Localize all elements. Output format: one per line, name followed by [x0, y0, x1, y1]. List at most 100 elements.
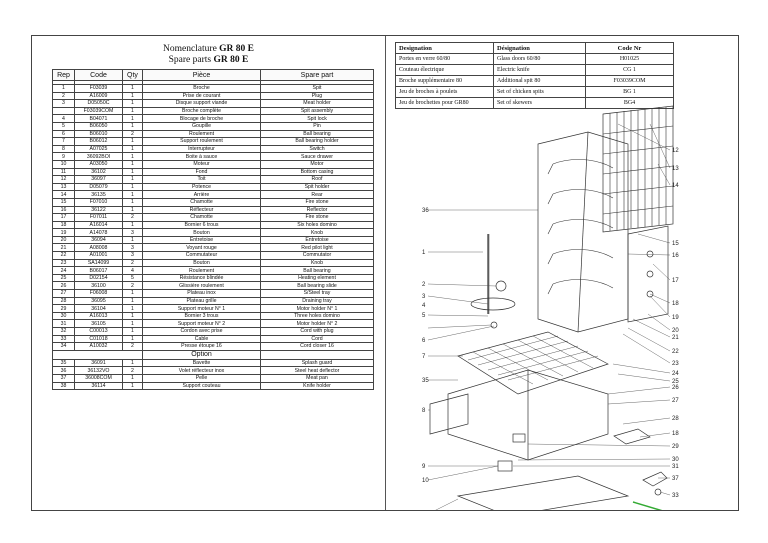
knob-1: [646, 250, 654, 258]
draining-tray: [457, 331, 609, 395]
callout-label: 15: [672, 241, 679, 247]
callout-label: 3: [422, 294, 426, 300]
cell-code: SA14099: [74, 258, 123, 268]
callout-label: 10: [422, 478, 429, 484]
cell-qty: 1: [122, 106, 143, 116]
cell-piece: Glissière roulement: [142, 281, 261, 291]
cell-piece: Presse étoupe 16: [142, 342, 261, 351]
cell-code: 36105: [74, 319, 123, 328]
cell-piece: Chamotte: [142, 213, 261, 222]
cell-qty: 1: [122, 152, 143, 161]
callout-label: 18: [672, 301, 679, 307]
meat-pan: [642, 471, 668, 487]
cell-code: F07010: [74, 197, 123, 207]
cell-spare-part: Roof: [260, 175, 374, 184]
cell-qty: 1: [122, 311, 143, 321]
cell-code-nr: BG 1: [585, 86, 674, 98]
cell-designation-en: Electric knife: [493, 64, 586, 76]
plug: [495, 280, 507, 292]
callout-label: 21: [672, 335, 679, 341]
callout-label: 9: [422, 464, 426, 470]
cell-qty: 5: [122, 273, 143, 283]
cell-piece: Résistance blindée: [142, 273, 261, 283]
cell-rep: 15: [52, 197, 75, 207]
cell-spare-part: Ball bearing holder: [260, 137, 374, 146]
cell-rep: 7: [52, 137, 75, 146]
cell-code: F03039COM: [74, 106, 123, 116]
cell-spare-part: Six holes domino: [260, 220, 374, 230]
cell-qty: 3: [122, 228, 143, 237]
cell-rep: 23: [52, 258, 75, 268]
callout-label: 12: [672, 148, 679, 154]
cell-piece: Volet réflecteur inox: [142, 366, 261, 375]
cell-designation-en: Set of skewers: [493, 97, 586, 109]
cell-spare-part: Cord: [260, 334, 374, 344]
callout-label: 29: [672, 444, 679, 450]
callout-label: 16: [672, 253, 679, 259]
cell-code: D05050C: [74, 99, 123, 108]
cell-spare-part: Draining tray: [260, 296, 374, 306]
callout-label: 2: [422, 282, 426, 288]
callout-label: 24: [672, 371, 679, 377]
cell-code: B06050: [74, 121, 123, 131]
cell-spare-part: Ball bearing: [260, 129, 374, 139]
cell-rep: 8: [52, 144, 75, 154]
cell-code-nr: CG 1: [585, 64, 674, 76]
col-designation-fr: Désignation: [493, 42, 586, 54]
callout-label: 27: [672, 398, 679, 404]
cell-rep: 22: [52, 251, 75, 260]
col-code-nr: Code Nr: [585, 42, 674, 54]
cell-code: 36091: [74, 358, 123, 368]
frame-divider: [385, 36, 386, 510]
cell-designation-fr: Broche supplémentaire 80: [395, 75, 494, 87]
cell-rep: 12: [52, 175, 75, 184]
cell-spare-part: S/Steel tray: [260, 289, 374, 298]
callout-label: 37: [672, 476, 679, 482]
callout-label: 30: [672, 457, 679, 463]
cell-code: A01001: [74, 251, 123, 260]
cell-piece: Plateau grille: [142, 296, 261, 306]
cell-code: 36114: [74, 381, 123, 391]
cell-code: A03050: [74, 159, 123, 169]
cell-rep: 32: [52, 327, 75, 336]
cell-code: 36135: [74, 190, 123, 199]
cell-rep: 37: [52, 373, 75, 383]
cell-rep: 17: [52, 213, 75, 222]
callout-label: 25: [672, 379, 679, 385]
callout-label: 26: [672, 385, 679, 391]
cell-qty: 1: [122, 91, 143, 101]
cell-rep: 36: [52, 366, 75, 375]
cell-rep: 35: [52, 358, 75, 368]
cell-rep: 2: [52, 91, 75, 101]
cell-piece: Chamotte: [142, 197, 261, 207]
cell-qty: 1: [122, 167, 143, 177]
cell-qty: 1: [122, 358, 143, 368]
cell-spare-part: Three holes domino: [260, 311, 374, 321]
cell-rep: 25: [52, 273, 75, 283]
option-row: Option: [52, 349, 374, 360]
spare-parts-label: Spare parts: [168, 55, 212, 65]
cell-qty: 1: [122, 114, 143, 123]
cell-qty: 1: [122, 334, 143, 344]
cell-rep: 1: [52, 84, 75, 93]
callout-label: 17: [672, 278, 679, 284]
cell-code: 36008COM: [74, 373, 123, 383]
option-spacer: [260, 349, 374, 360]
cell-piece: Cable: [142, 334, 261, 344]
cell-spare-part: Fire stone: [260, 213, 374, 222]
cell-piece: Fond: [142, 167, 261, 177]
cell-code: 36095: [74, 296, 123, 306]
